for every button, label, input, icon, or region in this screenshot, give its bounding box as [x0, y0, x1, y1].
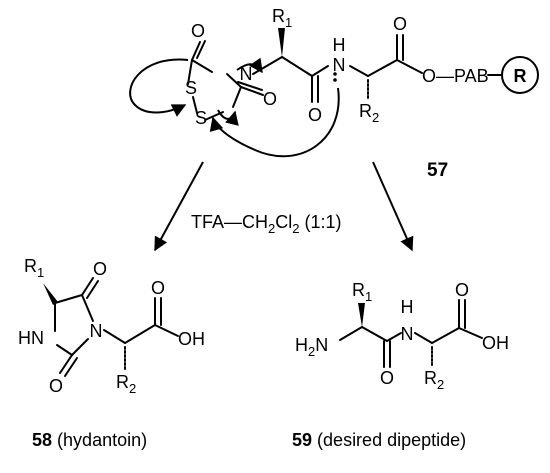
- amine-label: H2N: [295, 335, 328, 359]
- curved-arrows: [129, 57, 340, 158]
- nitrogen-label: N: [333, 55, 346, 75]
- r1-label: R1: [352, 280, 372, 304]
- r2-label: R2: [424, 368, 444, 392]
- hn-label: HN: [18, 328, 44, 348]
- oxygen-label: O: [380, 368, 394, 388]
- r2-label: R2: [359, 101, 379, 125]
- r2-label: R2: [116, 372, 136, 396]
- compound-59-structure: [339, 299, 483, 368]
- nitrogen-label: N: [240, 64, 253, 84]
- sulfur-label: S: [195, 108, 207, 128]
- nitrogen-label: N: [90, 321, 103, 341]
- oxygen-label: O: [49, 376, 63, 396]
- oxygen-label: O: [191, 21, 205, 41]
- compound-number-57: 57: [427, 160, 448, 181]
- oxygen-label: O: [263, 89, 277, 109]
- hydroxyl-label: OH: [482, 333, 509, 353]
- hydrogen-label: H: [401, 297, 414, 317]
- compound-58-caption: 58 (hydantoin): [32, 430, 147, 450]
- resin-bead: [501, 56, 539, 94]
- r1-label: R1: [272, 6, 292, 30]
- nitrogen-label: N: [401, 324, 414, 344]
- reagent-label: TFA—CH2Cl2 (1:1): [191, 212, 342, 236]
- compound-59-caption: 59 (desired dipeptide): [292, 430, 466, 450]
- ester-linker-label: O—PAB: [422, 66, 489, 86]
- resin-label: R: [514, 66, 527, 86]
- oxygen-label: O: [151, 278, 165, 298]
- sulfur-label: S: [185, 78, 197, 98]
- oxygen-label: O: [455, 280, 469, 300]
- oxygen-label: O: [308, 105, 322, 125]
- reaction-arrows: [154, 161, 414, 252]
- oxygen-label: O: [93, 259, 107, 279]
- r1-label: R1: [24, 256, 44, 280]
- compound-58-structure: [43, 277, 179, 377]
- hydroxyl-label: OH: [178, 329, 205, 349]
- oxygen-label: O: [393, 14, 407, 34]
- hydrogen-label: H: [333, 35, 346, 55]
